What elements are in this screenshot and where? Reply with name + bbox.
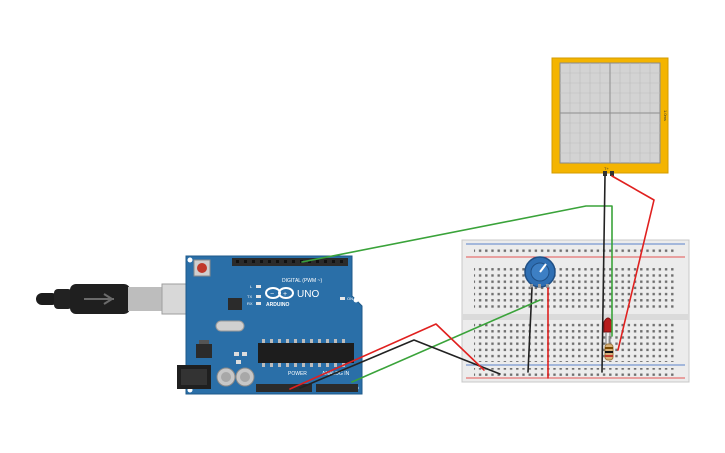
analog-label: ANALOG IN (322, 371, 350, 377)
led-rx-label: RX (247, 301, 253, 306)
probe-label: T+ (604, 166, 609, 171)
usb-chip (228, 298, 242, 310)
arduino-brand: ARDUINO (266, 302, 289, 308)
breadboard[interactable] (461, 239, 690, 383)
wire-green-scope[interactable] (301, 205, 613, 337)
arduino-infinity-icon: − + (265, 287, 294, 299)
power-header[interactable] (256, 384, 312, 392)
breadboard-bottom-area[interactable] (474, 322, 674, 362)
timebase-label: 1.0ms (663, 110, 668, 121)
voltage-regulator (196, 344, 212, 358)
reset-button-icon[interactable] (193, 259, 211, 277)
arduino-board[interactable]: DIGITAL (PWM ~) − + ARDUINO UNO L TX RX … (177, 255, 363, 395)
breadboard-bottom-rail[interactable] (474, 368, 674, 376)
wire-green-analog[interactable] (351, 299, 541, 383)
wire-black-gnd[interactable] (299, 339, 501, 389)
led-l-label: L (250, 284, 253, 289)
wire-black-pot[interactable] (527, 287, 533, 373)
resistor[interactable] (604, 336, 614, 361)
dc-jack (177, 365, 211, 389)
power-label: POWER (288, 371, 307, 377)
crystal (215, 320, 245, 332)
breadboard-top-area[interactable] (474, 266, 674, 310)
atmega-chip (258, 339, 354, 367)
usb-cable-icon[interactable] (36, 283, 193, 315)
arduino-model: UNO (297, 289, 319, 300)
led-on-label: ON (347, 296, 353, 301)
svg-text:−: − (270, 291, 274, 298)
oscilloscope[interactable]: 1.0ms T+ (551, 57, 669, 176)
svg-text:+: + (283, 291, 287, 298)
led-tx-label: TX (247, 294, 252, 299)
breadboard-top-rail[interactable] (474, 247, 674, 255)
wire-red-5v[interactable] (289, 323, 485, 390)
wire-black-scope[interactable] (601, 175, 606, 373)
potentiometer[interactable] (524, 256, 556, 288)
digital-header[interactable] (232, 258, 348, 266)
wire-red-scope[interactable] (611, 175, 655, 351)
digital-label: DIGITAL (PWM ~) (282, 278, 322, 284)
analog-header[interactable] (316, 384, 358, 392)
